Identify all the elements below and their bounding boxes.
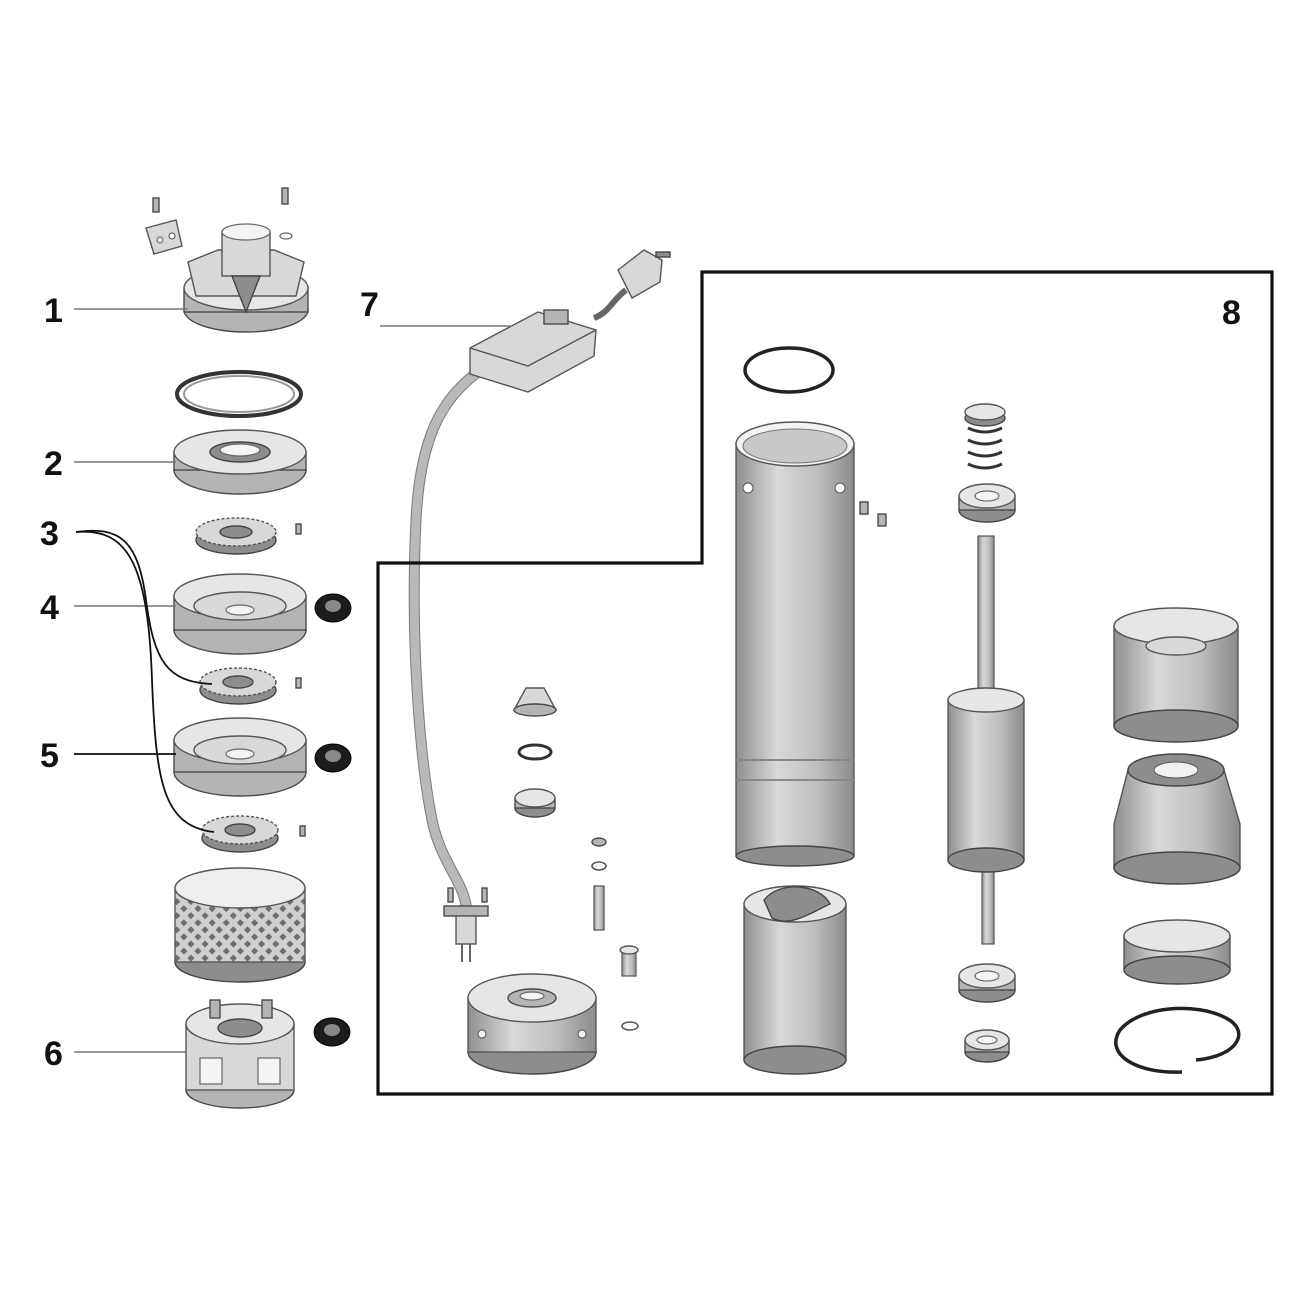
leader-lines: [74, 308, 512, 1053]
hex-nut: [514, 788, 556, 818]
callout-7: 7: [360, 286, 379, 324]
bearing-washer: [964, 1029, 1010, 1063]
suction-bracket: [185, 999, 295, 1109]
seal-ring-lower: [313, 1017, 351, 1047]
motor-base: [1113, 753, 1241, 885]
upper-bearing: [958, 483, 1016, 523]
callout-8: 8: [1222, 294, 1241, 332]
seal-ring-middle: [314, 743, 352, 773]
gasket-ring: [175, 370, 303, 418]
rotor-shaft: [947, 535, 1025, 945]
motor-assembly-frame: [376, 270, 1274, 1096]
small-o-ring: [517, 743, 553, 761]
bottom-cup: [1123, 919, 1231, 985]
impeller-middle: [199, 667, 302, 705]
lower-bearing: [958, 963, 1016, 1003]
callout-6: 6: [44, 1035, 63, 1073]
upper-end-cap: [1113, 607, 1239, 743]
stator: [743, 885, 847, 1075]
callout-1: 1: [44, 292, 63, 330]
junction-box: [469, 309, 597, 393]
callout-2: 2: [44, 445, 63, 483]
top-screws: [145, 187, 293, 255]
callout-3: 3: [40, 515, 59, 553]
seal-ring-upper: [314, 593, 352, 623]
motor-o-ring: [743, 346, 835, 394]
callout-4: 4: [40, 589, 59, 627]
callout-5: 5: [40, 737, 59, 775]
pin-parts: [591, 837, 639, 1031]
power-cable: [408, 287, 628, 911]
diffuser-plate: [173, 429, 307, 495]
discharge-head: [183, 223, 309, 333]
mechanical-seal: [964, 403, 1006, 470]
motor-top-flange: [467, 973, 597, 1075]
intake-screen: [174, 867, 306, 983]
cable-connector: [443, 887, 489, 962]
cone-washer: [512, 687, 558, 717]
impeller-upper: [195, 517, 302, 555]
retaining-ring: [1114, 1006, 1241, 1074]
stage-bowl-upper: [173, 573, 307, 655]
stage-bowl-lower: [173, 717, 307, 797]
impeller-lower: [201, 815, 306, 853]
housing-screws: [859, 501, 887, 527]
motor-housing: [735, 421, 855, 867]
plug: [617, 249, 671, 299]
